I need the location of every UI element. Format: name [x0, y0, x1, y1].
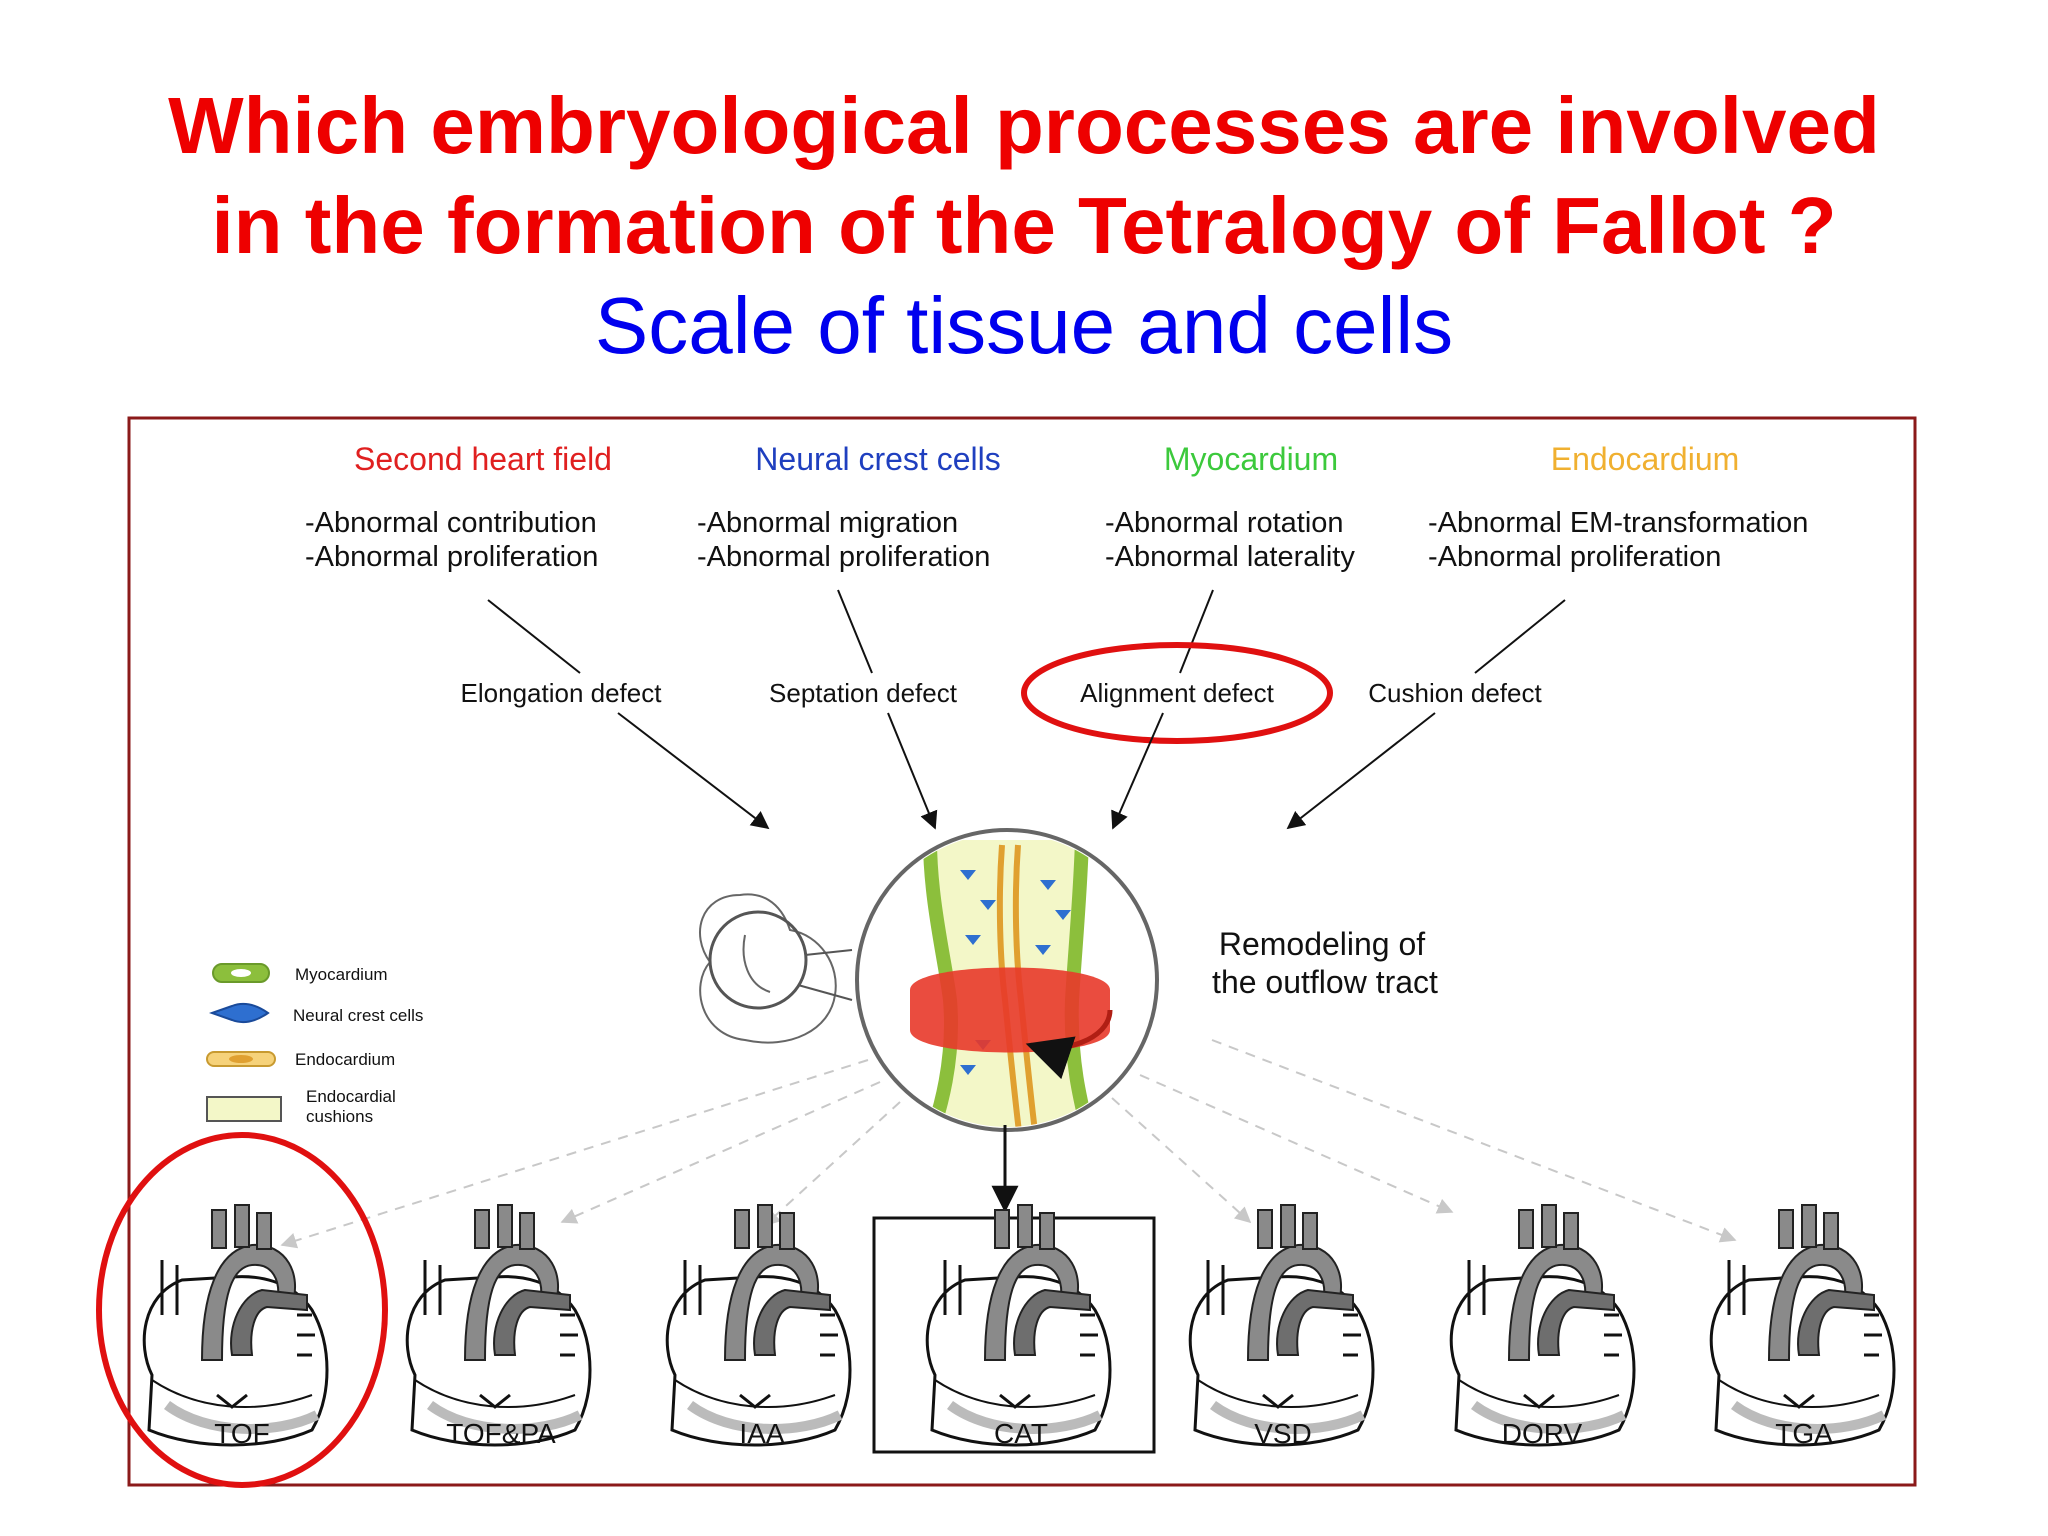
- defect-elongation: Elongation defect: [461, 678, 663, 708]
- source-second-heart-field: Second heart field: [354, 441, 612, 477]
- heart-icon-tga: [1711, 1205, 1894, 1445]
- outflow-tract-magnified-icon: [855, 828, 1159, 1132]
- outcome-tofpa: TOF&PA: [446, 1418, 556, 1449]
- source-neural-crest-cells: Neural crest cells: [755, 441, 1000, 477]
- defect-alignment: Alignment defect: [1080, 678, 1274, 708]
- neural-crest-cell-icon: [208, 1003, 270, 1023]
- diagram-frame: [127, 416, 1917, 1487]
- source-neural-crest-line-1: -Abnormal migration: [697, 507, 958, 539]
- connector-shf-elongation: [487, 599, 581, 674]
- slide-title-line-1: Which embryological processes are involv…: [168, 81, 1880, 170]
- heart-icon-tof: [144, 1205, 327, 1445]
- source-endocardium-line-2: -Abnormal proliferation: [1428, 541, 1721, 573]
- source-myocardium-line-2: -Abnormal laterality: [1105, 541, 1355, 573]
- outcome-tof: TOF: [214, 1418, 269, 1449]
- cat-highlight-box: [872, 1216, 1156, 1454]
- heart-icon-dorv: [1451, 1205, 1634, 1445]
- source-endocardium: Endocardium: [1551, 441, 1740, 477]
- heart-icon-vsd: [1190, 1205, 1373, 1445]
- alignment-defect-highlight: [1021, 642, 1333, 744]
- legend-endocardium: Endocardium: [295, 1050, 395, 1069]
- center-label-line-1: Remodeling of: [1219, 926, 1425, 962]
- connector-endo-cushion: [1474, 599, 1566, 674]
- connector-ncc-septation: [837, 589, 873, 674]
- legend-myocardium: Myocardium: [295, 965, 388, 984]
- legend-cushions: cushions: [306, 1107, 373, 1126]
- dashed-arrow-dorv: [1139, 1074, 1454, 1214]
- dashed-arrow-tofpa: [560, 1081, 881, 1224]
- center-label-line-2: the outflow tract: [1212, 964, 1438, 1000]
- heart-icon-iaa: [667, 1205, 850, 1445]
- heart-icon-tofpa: [407, 1205, 590, 1445]
- outcome-dorv: DORV: [1502, 1418, 1583, 1449]
- outcome-vsd: VSD: [1254, 1418, 1312, 1449]
- legend-neural-crest-cells: Neural crest cells: [293, 1006, 423, 1025]
- myocardium-cell-icon: [212, 963, 270, 983]
- defect-cushion: Cushion defect: [1368, 678, 1542, 708]
- endocardium-cell-icon: [206, 1051, 276, 1067]
- heart-outline-icon: [699, 893, 853, 1044]
- legend-endocardial: Endocardial: [306, 1087, 396, 1106]
- defect-septation: Septation defect: [769, 678, 958, 708]
- cushion-swatch-icon: [206, 1096, 282, 1122]
- outcome-iaa: IAA: [739, 1418, 784, 1449]
- legend: Myocardium Neural crest cells Endocardiu…: [206, 963, 423, 1126]
- arrow-septation: [887, 712, 938, 830]
- connector-myo-alignment: [1179, 589, 1214, 674]
- arrow-cushion: [1286, 712, 1436, 830]
- source-second-heart-field-line-2: -Abnormal proliferation: [305, 541, 598, 573]
- source-neural-crest-line-2: -Abnormal proliferation: [697, 541, 990, 573]
- dashed-arrow-tof: [280, 1059, 869, 1249]
- source-myocardium-line-1: -Abnormal rotation: [1105, 507, 1344, 539]
- source-endocardium-line-1: -Abnormal EM-transformation: [1428, 507, 1808, 539]
- arrow-elongation: [617, 712, 770, 830]
- outcome-cat: CAT: [994, 1418, 1048, 1449]
- dashed-arrow-iaa: [763, 1101, 901, 1227]
- dashed-arrow-vsd: [1111, 1097, 1252, 1224]
- tof-highlight: [96, 1132, 388, 1488]
- heart-icon-cat: [927, 1205, 1110, 1445]
- outcome-tga: TGA: [1775, 1418, 1833, 1449]
- source-myocardium: Myocardium: [1164, 441, 1338, 477]
- slide-title-line-2: in the formation of the Tetralogy of Fal…: [211, 181, 1837, 270]
- slide-subtitle: Scale of tissue and cells: [594, 281, 1454, 370]
- arrow-alignment: [1111, 712, 1164, 830]
- source-second-heart-field-line-1: -Abnormal contribution: [305, 507, 597, 539]
- dashed-arrow-tga: [1211, 1039, 1737, 1243]
